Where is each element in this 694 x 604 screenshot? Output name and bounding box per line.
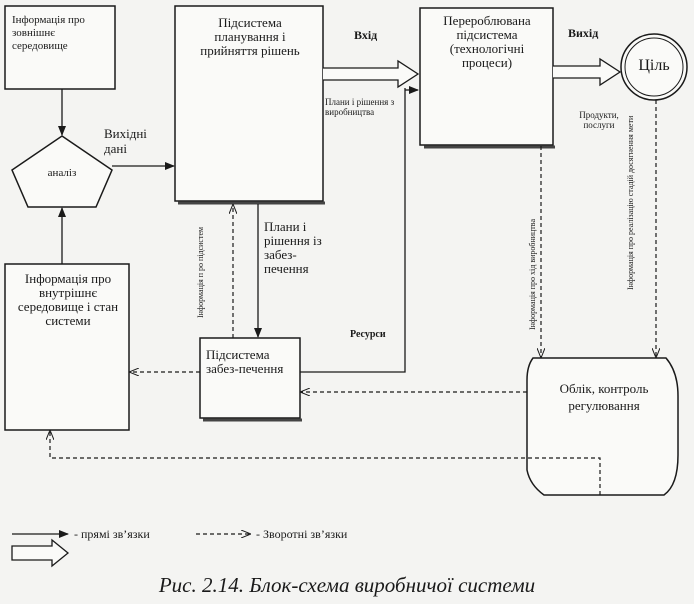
info-production-vertical-label: Інформація про хід виробництва xyxy=(528,218,537,330)
internal-info-text: Інформація про внутрішнє середовище і ст… xyxy=(17,271,119,328)
source-data-label-2: дані xyxy=(104,141,127,156)
planning-text: Підсистема планування і прийняття рішень xyxy=(200,15,300,58)
processing-box xyxy=(419,7,554,146)
analysis-text: аналіз xyxy=(47,167,77,179)
processing-text: Перероблювана підсистема (технологічні п… xyxy=(443,13,531,70)
figure-caption: Рис. 2.14. Блок-схема виробничої системи xyxy=(158,573,536,597)
info-support-vertical-label: Інформація п ро підсистем xyxy=(196,226,205,318)
output-block-arrow xyxy=(553,57,622,87)
input-block-arrow xyxy=(323,59,420,89)
legend-block-arrow xyxy=(11,538,70,568)
line-resources xyxy=(300,88,406,373)
products-label: Продукти, послуги xyxy=(579,110,619,130)
external-info-box xyxy=(4,5,116,90)
output-label: Вихід xyxy=(568,26,599,40)
planning-box xyxy=(174,5,324,202)
input-label: Вхід xyxy=(354,28,378,42)
support-text: Підсистема забез-печення xyxy=(206,347,284,376)
legend-feedback-text: - Зворотні зв’язки xyxy=(256,527,348,541)
internal-info-box xyxy=(4,263,130,431)
feedback-control-to-internal xyxy=(50,431,601,495)
external-info-text: Інформація про зовнішнє середовище xyxy=(12,14,85,52)
source-data-label-1: Вихідні xyxy=(104,126,147,141)
resources-label: Ресурси xyxy=(350,329,386,340)
plans-production-label: Плани і рішення з виробництва xyxy=(325,97,395,117)
goal-circle-outer xyxy=(620,33,688,101)
goal-text: Ціль xyxy=(638,57,670,74)
control-text: Облік, контроль регулювання xyxy=(559,381,649,413)
goal-circle-inner xyxy=(624,37,684,97)
legend-direct-text: - прямі зв’язки xyxy=(74,527,150,541)
control-box xyxy=(526,357,679,496)
info-goal-vertical-label: Інформація про реалізацію стадій досягне… xyxy=(626,115,635,290)
plans-support-label: Плани і рішення із забез-печення xyxy=(264,219,322,276)
support-box xyxy=(199,337,301,419)
